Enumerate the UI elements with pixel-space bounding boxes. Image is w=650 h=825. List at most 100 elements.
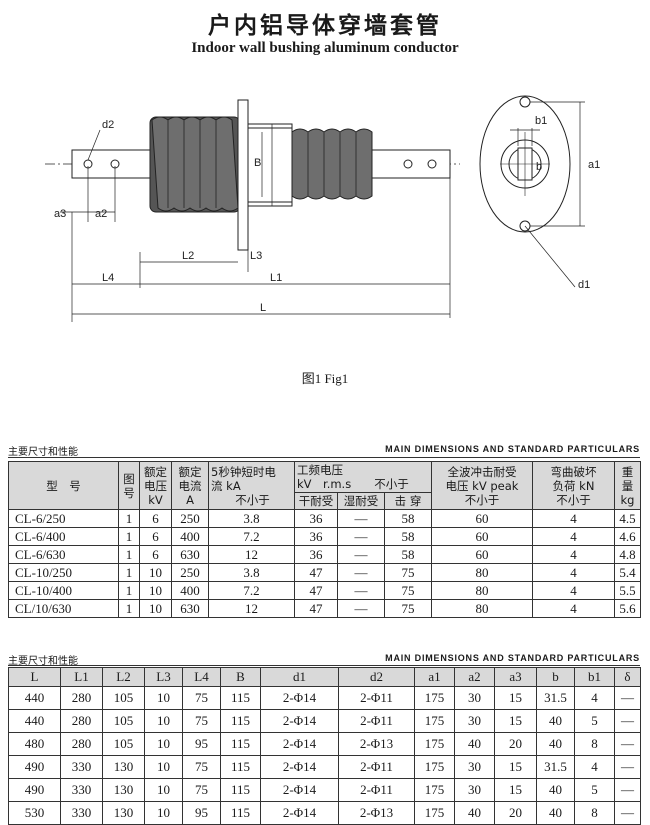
dimension-cell: 40: [536, 778, 575, 802]
dimension-cell: 105: [102, 732, 145, 756]
dimension-cell: 4: [574, 755, 615, 779]
performance-cell: 47: [294, 563, 338, 582]
dimension-cell: 15: [494, 778, 537, 802]
performance-cell: —: [337, 599, 385, 618]
performance-cell: 80: [431, 563, 533, 582]
dimension-cell: —: [614, 778, 641, 802]
dimension-cell: 175: [414, 709, 455, 733]
performance-cell: 4: [532, 545, 615, 564]
dimension-cell: 20: [494, 732, 537, 756]
dimension-cell: 490: [8, 778, 61, 802]
dimension-cell: 10: [144, 686, 183, 710]
performance-cell: CL-6/250: [8, 509, 119, 528]
performance-cell: CL-6/630: [8, 545, 119, 564]
performance-cell: 4: [532, 581, 615, 600]
dimension-header: L4: [182, 667, 221, 687]
dimension-cell: 2-Φ14: [260, 709, 339, 733]
dimension-cell: 75: [182, 778, 221, 802]
performance-cell: 47: [294, 581, 338, 600]
dimension-header: d1: [260, 667, 339, 687]
performance-cell: 4.8: [614, 545, 641, 564]
label-L4: L4: [102, 272, 114, 284]
dimension-cell: 2-Φ14: [260, 778, 339, 802]
dimension-cell: 280: [60, 732, 103, 756]
performance-cell: 60: [431, 527, 533, 546]
dimension-header: L3: [144, 667, 183, 687]
dimension-cell: 10: [144, 709, 183, 733]
performance-cell: 7.2: [208, 581, 295, 600]
label-B: B: [254, 157, 261, 169]
dimension-cell: 330: [60, 778, 103, 802]
dimension-cell: 280: [60, 709, 103, 733]
section1-heading-en: MAIN DIMENSIONS AND STANDARD PARTICULARS: [385, 444, 640, 454]
performance-cell: 10: [139, 599, 172, 618]
performance-cell: 36: [294, 545, 338, 564]
section1-rule: [8, 457, 640, 458]
label-a1: a1: [588, 159, 600, 171]
performance-cell: —: [337, 581, 385, 600]
section2-heading-cn: 主要尺寸和性能: [8, 656, 78, 667]
dimension-cell: —: [614, 709, 641, 733]
performance-cell: 36: [294, 509, 338, 528]
dimension-cell: 30: [454, 709, 495, 733]
figure-caption: 图1 Fig1: [301, 371, 349, 386]
performance-cell: —: [337, 527, 385, 546]
performance-cell: 47: [294, 599, 338, 618]
performance-cell: 1: [118, 527, 140, 546]
performance-cell: 58: [384, 527, 432, 546]
dimension-cell: 115: [220, 801, 261, 825]
dimension-header: a1: [414, 667, 455, 687]
dimension-cell: 175: [414, 732, 455, 756]
performance-cell: —: [337, 563, 385, 582]
page-title: 户内铝导体穿墙套管: [208, 13, 442, 39]
dimension-cell: 2-Φ14: [260, 732, 339, 756]
header-puncture: 击 穿: [384, 492, 432, 510]
section1-heading: 主要尺寸和性能 MAIN DIMENSIONS AND STANDARD PAR…: [8, 443, 640, 458]
dimension-cell: 10: [144, 755, 183, 779]
section2-rule: [8, 665, 640, 666]
performance-cell: CL-6/400: [8, 527, 119, 546]
dimension-cell: 440: [8, 709, 61, 733]
performance-cell: 3.8: [208, 509, 295, 528]
dimension-cell: 30: [454, 686, 495, 710]
dimension-cell: 2-Φ11: [338, 686, 415, 710]
label-L2: L2: [182, 250, 194, 262]
dimension-cell: 175: [414, 686, 455, 710]
performance-cell: 7.2: [208, 527, 295, 546]
dimension-cell: 2-Φ11: [338, 755, 415, 779]
performance-cell: 12: [208, 545, 295, 564]
dimension-cell: 20: [494, 801, 537, 825]
performance-cell: 1: [118, 509, 140, 528]
performance-cell: 250: [171, 563, 209, 582]
dimension-header: b1: [574, 667, 615, 687]
performance-cell: 5.4: [614, 563, 641, 582]
dimension-header: L: [8, 667, 61, 687]
dimension-cell: 40: [536, 709, 575, 733]
performance-cell: 36: [294, 527, 338, 546]
dimension-cell: 15: [494, 755, 537, 779]
dimension-cell: 15: [494, 686, 537, 710]
label-a2: a2: [95, 208, 107, 220]
performance-cell: 10: [139, 563, 172, 582]
performance-cell: 1: [118, 545, 140, 564]
dimension-cell: 95: [182, 801, 221, 825]
header-dry: 干耐受: [294, 492, 338, 510]
performance-cell: CL-10/400: [8, 581, 119, 600]
performance-cell: 400: [171, 527, 209, 546]
dimension-cell: 2-Φ14: [260, 801, 339, 825]
dimension-header: δ: [614, 667, 641, 687]
dimension-header: a3: [494, 667, 537, 687]
dimension-cell: 115: [220, 778, 261, 802]
dimension-cell: 105: [102, 686, 145, 710]
performance-cell: 630: [171, 545, 209, 564]
dimension-cell: 115: [220, 709, 261, 733]
dimension-cell: 95: [182, 732, 221, 756]
label-d2: d2: [102, 119, 114, 131]
